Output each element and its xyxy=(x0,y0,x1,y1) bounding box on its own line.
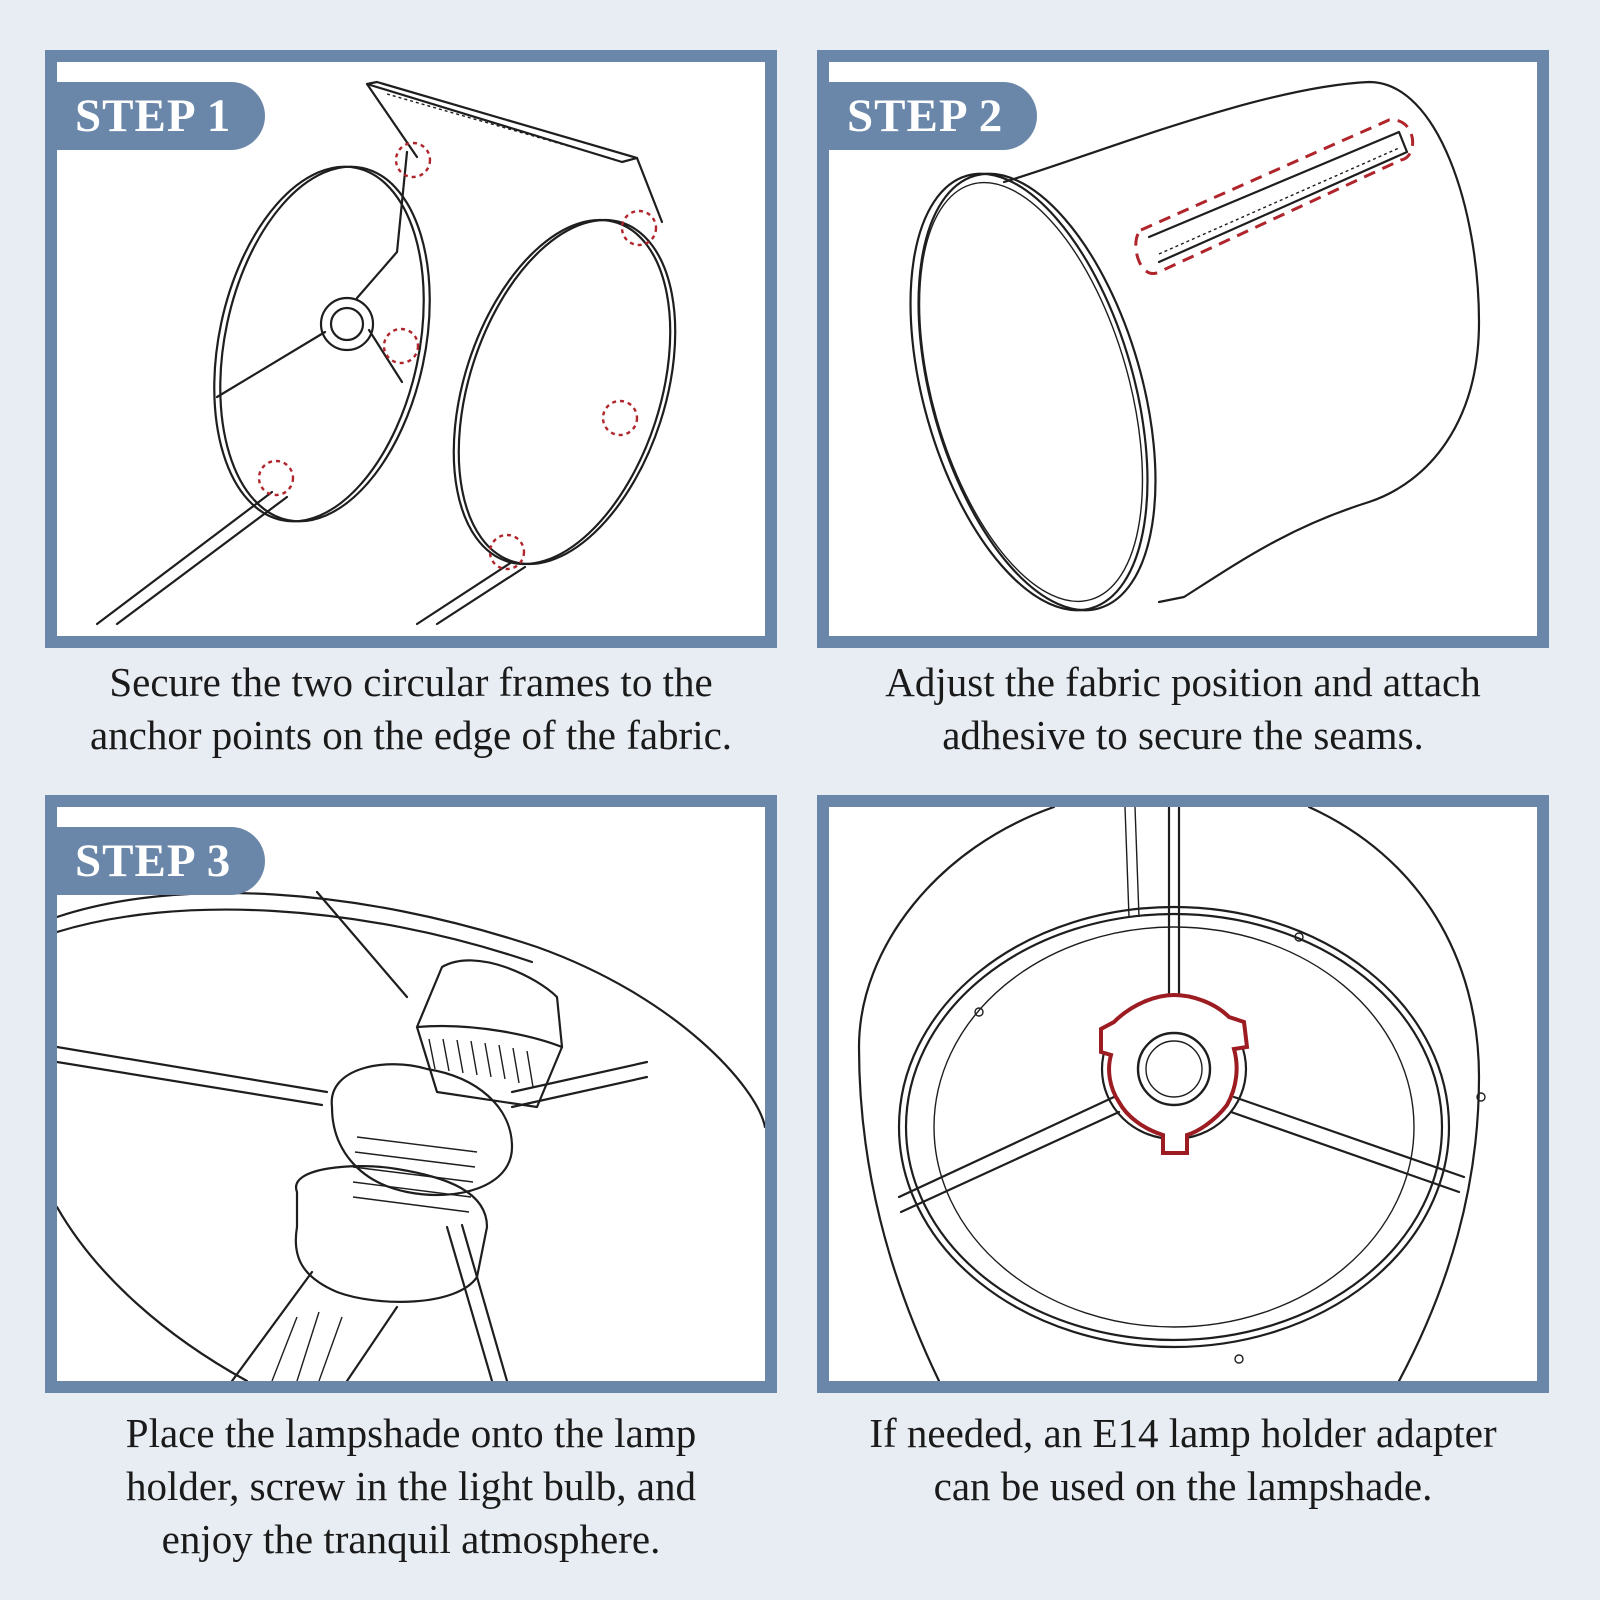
step-3-caption: Place the lampshade onto the lamp holder… xyxy=(45,1407,777,1566)
step-1-panel: STEP 1 xyxy=(45,50,777,648)
step-3-caption-line-3: enjoy the tranquil atmosphere. xyxy=(161,1516,661,1562)
step-1-badge: STEP 1 xyxy=(57,82,265,150)
step-3-illustration xyxy=(57,890,765,1381)
step-4-illustration xyxy=(857,807,1486,1381)
step-1-caption-line-2: anchor points on the edge of the fabric. xyxy=(89,712,733,758)
step-1-caption: Secure the two circular frames to the an… xyxy=(45,656,777,762)
step-2-panel: STEP 2 xyxy=(817,50,1549,648)
step-1-caption-line-1: Secure the two circular frames to the xyxy=(109,659,713,705)
step-2-caption-line-1: Adjust the fabric position and attach xyxy=(885,659,1481,705)
step-4-panel xyxy=(817,795,1549,1393)
step-4-caption-line-2: can be used on the lampshade. xyxy=(933,1463,1433,1509)
step-2-badge: STEP 2 xyxy=(829,82,1037,150)
step-1-illustration xyxy=(95,80,677,626)
step-2-caption: Adjust the fabric position and attach ad… xyxy=(817,656,1549,762)
step-2-illustration xyxy=(909,80,1481,612)
step-3-panel: STEP 3 xyxy=(45,795,777,1393)
step-3-badge: STEP 3 xyxy=(57,827,265,895)
step-4-caption-line-1: If needed, an E14 lamp holder adapter xyxy=(869,1410,1497,1456)
step-4-caption: If needed, an E14 lamp holder adapter ca… xyxy=(817,1407,1549,1513)
step-2-caption-line-2: adhesive to secure the seams. xyxy=(942,712,1424,758)
step-3-caption-line-2: holder, screw in the light bulb, and xyxy=(126,1463,696,1509)
step-3-caption-line-1: Place the lampshade onto the lamp xyxy=(125,1410,697,1456)
